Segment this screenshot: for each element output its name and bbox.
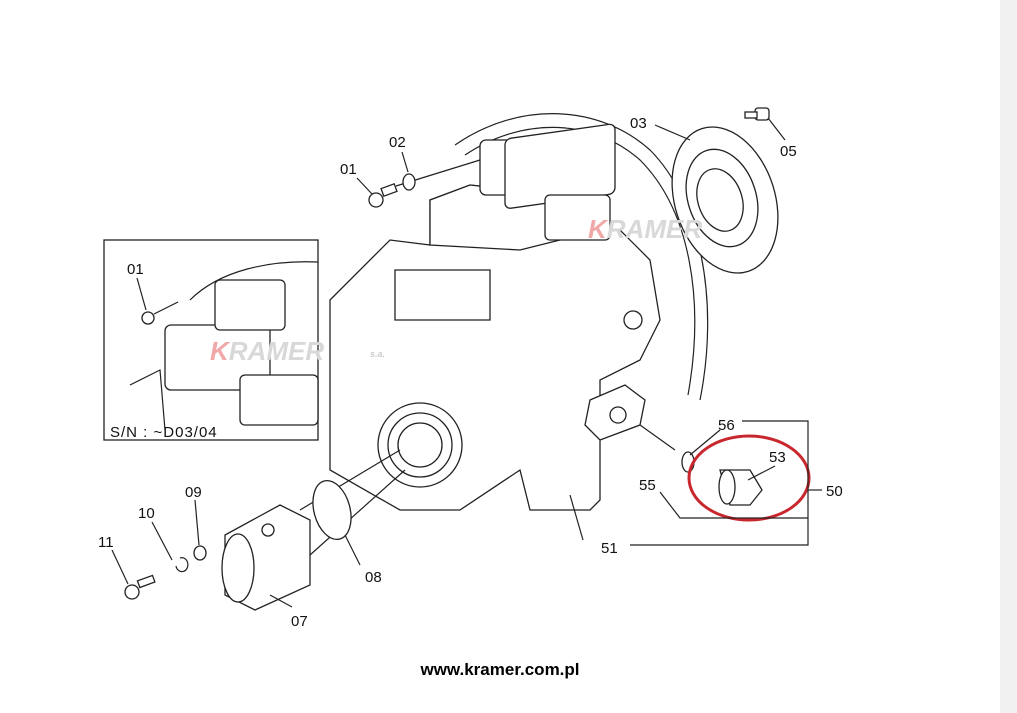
callout-09: 09 [185, 484, 202, 501]
leader-lines [111, 117, 822, 608]
callout-01: 01 [340, 161, 357, 178]
inset-callout-01: 01 [127, 261, 144, 278]
kramer-watermark: KRAMER KRAMER s.a. [210, 214, 702, 366]
housing-flange [454, 113, 709, 401]
washer-02 [402, 173, 416, 191]
right-edge-margin [1000, 0, 1017, 713]
svg-text:KRAMER: KRAMER [588, 214, 702, 244]
callout-07: 07 [291, 613, 308, 630]
svg-text:s.a.: s.a. [370, 349, 385, 359]
callout-51: 51 [601, 540, 618, 557]
highlight-circle [687, 434, 811, 522]
callout-56: 56 [718, 417, 735, 434]
callout-03: 03 [630, 115, 647, 132]
callout-55: 55 [639, 477, 656, 494]
end-cap-07 [221, 449, 406, 611]
callout-53: 53 [769, 449, 786, 466]
callout-05: 05 [780, 143, 797, 160]
inset-box [103, 239, 319, 441]
callout-10: 10 [138, 505, 155, 522]
callout-02: 02 [389, 134, 406, 151]
callout-08: 08 [365, 569, 382, 586]
bolt-05 [744, 107, 770, 121]
inset-serial-number: S/N : ~D03/04 [110, 424, 218, 441]
o-ring-08 [312, 480, 352, 540]
callout-11: 11 [98, 534, 114, 551]
pump-body [329, 123, 676, 511]
small-parts [124, 545, 207, 600]
svg-text:KRAMER: KRAMER [210, 336, 324, 366]
callout-50: 50 [826, 483, 843, 500]
footer-url: www.kramer.com.pl [420, 660, 580, 679]
cover-plate [671, 126, 779, 274]
